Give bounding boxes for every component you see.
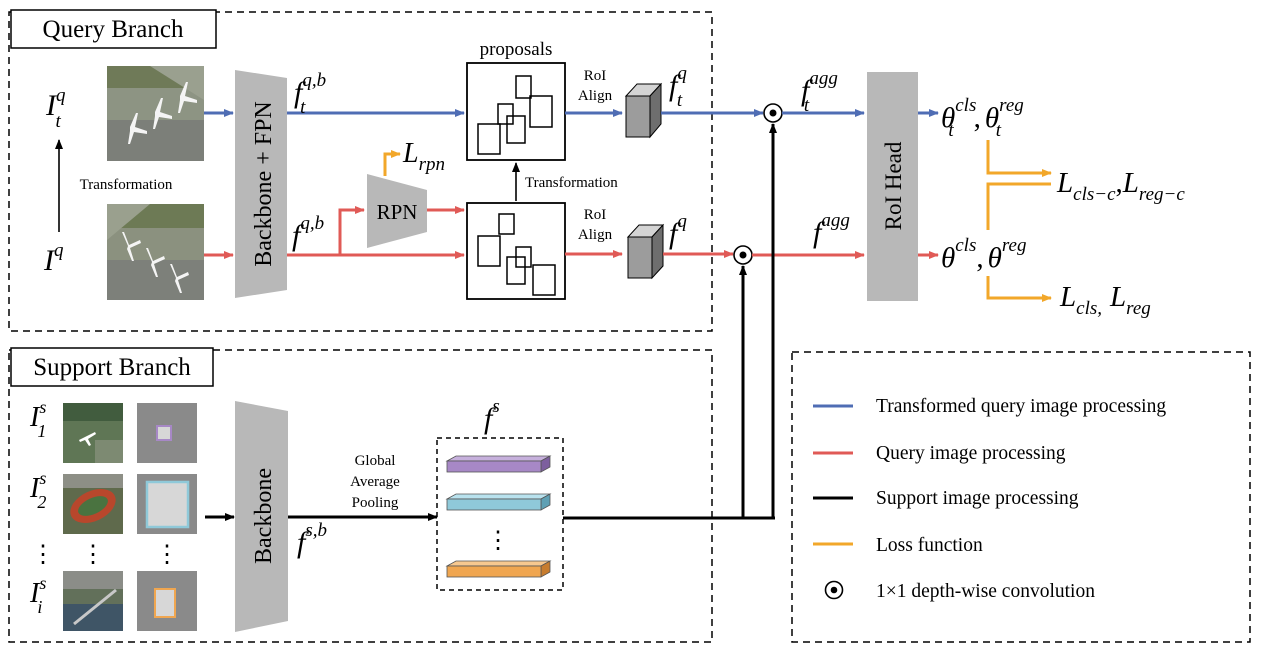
legend-frame xyxy=(791,351,1251,643)
roi-feature-cube-transformed xyxy=(624,82,663,139)
transformed-query-image xyxy=(107,66,204,161)
roi-head-block xyxy=(867,72,918,301)
gap-label-1: Global xyxy=(355,453,396,469)
depthwise-conv-transformed xyxy=(763,103,783,123)
query-branch-title: Query Branch xyxy=(43,16,184,43)
pooled-feature-i xyxy=(445,560,552,578)
pooled-feature-1 xyxy=(445,455,552,473)
legend-label-conv: 1×1 depth-wise convolution xyxy=(876,581,1095,602)
detection-loss-label: Lcls,Lreg xyxy=(1059,281,1151,319)
pooled-feature-2 xyxy=(445,493,552,511)
ellipsis-labels: ⋮ xyxy=(31,542,55,568)
support-image-1 xyxy=(63,403,123,463)
proposals-box-query xyxy=(466,202,566,300)
out-query-label: θcls,θreg xyxy=(941,235,1026,274)
consistency-loss-path-bottom xyxy=(986,182,1051,230)
support-backbone-block xyxy=(235,401,288,632)
roi-align-top-2: Align xyxy=(578,88,613,104)
agg-query-label: fagg xyxy=(813,210,850,249)
gap-label-3: Pooling xyxy=(352,495,399,511)
pooled-features-frame xyxy=(436,437,564,591)
ellipsis-masks: ⋮ xyxy=(155,542,179,568)
roi-align-bottom-1: RoI xyxy=(584,207,607,223)
rpn-loss-path xyxy=(383,150,401,176)
legend-conv-icon xyxy=(824,580,844,600)
backbone-fpn-block xyxy=(235,70,287,298)
roi-feat-query-label: fq xyxy=(669,211,687,250)
input-query-label: Iq xyxy=(43,240,64,277)
rpn-block xyxy=(367,174,427,248)
roi-align-top-1: RoI xyxy=(584,68,607,84)
feat-support-backbone-label: fs,b xyxy=(297,520,327,559)
rpn-label: RPN xyxy=(377,200,418,224)
detection-loss-path xyxy=(986,276,1052,302)
support-branch-title: Support Branch xyxy=(33,354,191,381)
legend-label-red: Query image processing xyxy=(876,443,1066,464)
transformation-label: Transformation xyxy=(80,177,173,193)
support-image-2 xyxy=(63,474,123,534)
feat-query-label: fq,b xyxy=(292,213,324,252)
proposal-transformation-label: Transformation xyxy=(525,175,618,191)
support-mask-1 xyxy=(137,403,197,463)
roi-head-label: RoI Head xyxy=(881,141,906,230)
rpn-loss-label: Lrpn xyxy=(402,138,445,175)
backbone-fpn-label: Backbone + FPN xyxy=(251,101,277,267)
legend-label-blue: Transformed query image processing xyxy=(876,396,1166,417)
gap-label-2: Average xyxy=(350,474,400,490)
query-to-rpn-path xyxy=(338,206,365,255)
support-image-i xyxy=(63,571,123,631)
query-branch-title-box xyxy=(10,9,217,49)
legend-label-orange: Loss function xyxy=(876,535,983,556)
proposals-box-transformed xyxy=(466,62,566,161)
depthwise-conv-query xyxy=(733,245,753,265)
legend-label-black: Support image processing xyxy=(876,488,1079,509)
proposals-label: proposals xyxy=(480,39,553,60)
support-backbone-label: Backbone xyxy=(251,468,277,564)
ellipsis-images: ⋮ xyxy=(81,542,105,568)
consistency-loss-path-top xyxy=(986,140,1052,177)
roi-align-bottom-2: Align xyxy=(578,227,613,243)
support-mask-i xyxy=(137,571,197,631)
roi-feature-cube-query xyxy=(626,223,665,280)
query-branch-frame xyxy=(8,11,713,332)
feat-pooled-label: fs xyxy=(484,396,500,435)
query-image xyxy=(107,204,204,300)
support-branch-title-box xyxy=(10,347,214,387)
consistency-loss-label: Lcls−c,Lreg−c xyxy=(1056,167,1185,205)
ellipsis-pooled: ⋮ xyxy=(486,528,510,554)
support-mask-2 xyxy=(137,474,197,534)
support-branch-frame xyxy=(8,349,713,643)
